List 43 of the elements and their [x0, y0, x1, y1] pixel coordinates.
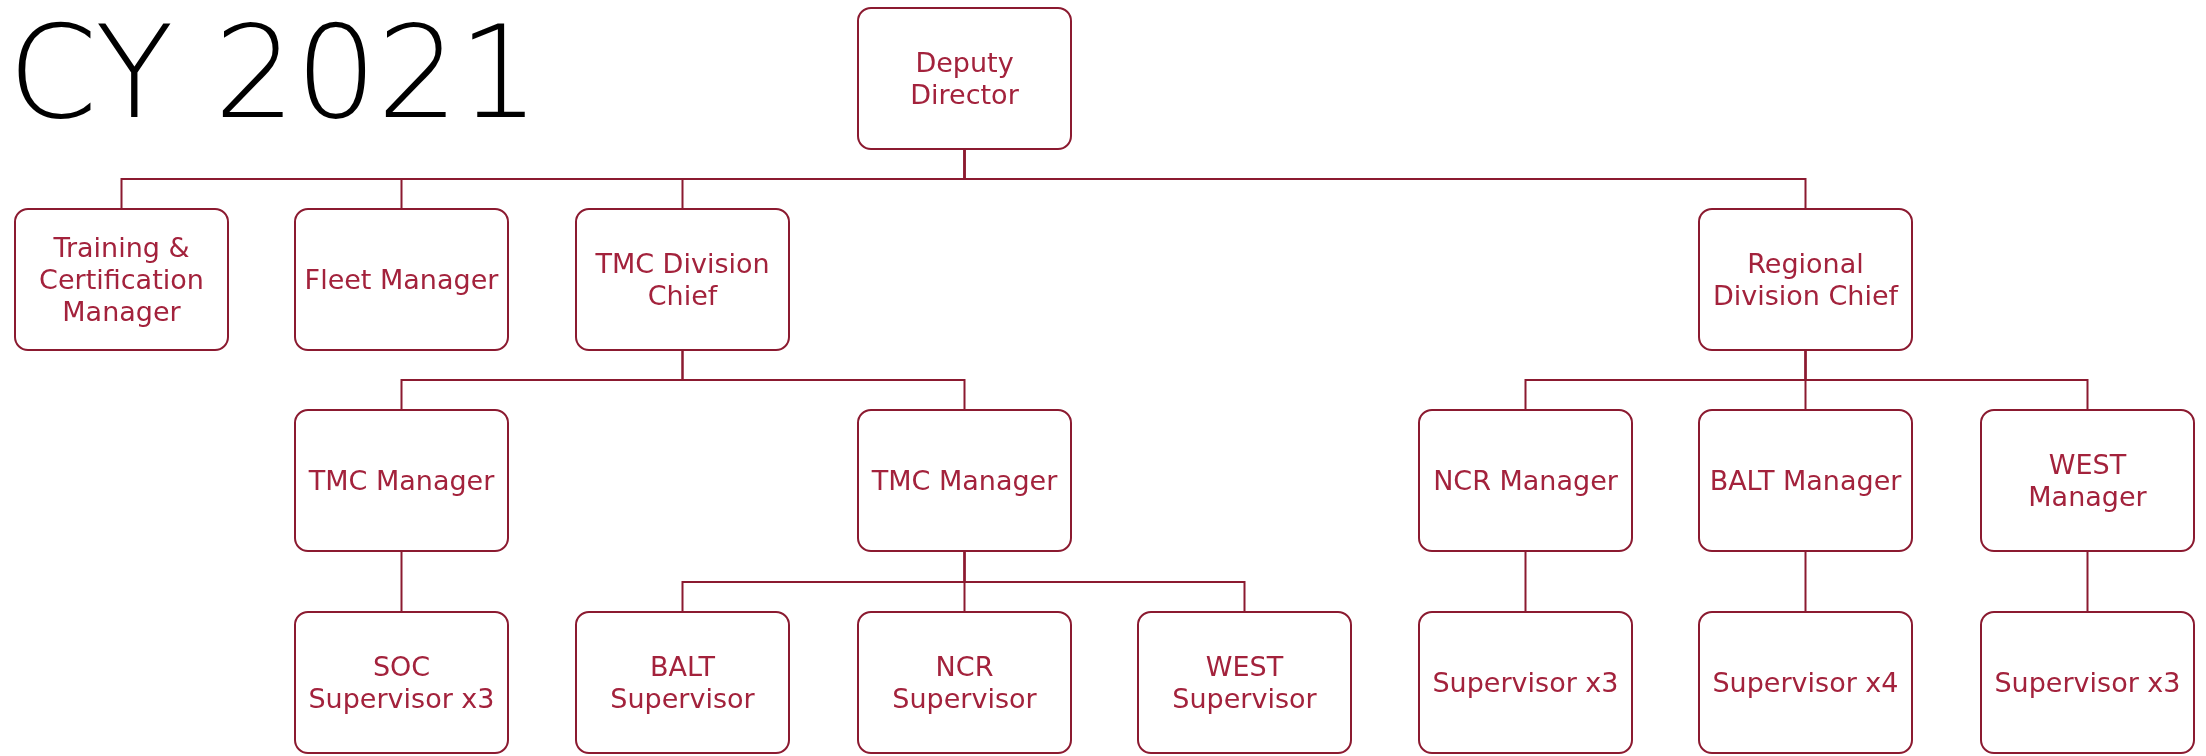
org-box — [1418, 611, 1633, 754]
org-box — [294, 611, 509, 754]
role-title: NCR Supervisor — [891, 650, 1038, 715]
role-title: TMC Manager — [870, 464, 1059, 497]
role-title: Supervisor x3 — [1993, 666, 2182, 699]
org-box — [1980, 409, 2195, 552]
connector-line — [963, 149, 1807, 209]
role-title: WEST Manager — [2027, 448, 2148, 513]
connector-line — [1804, 350, 2089, 410]
connector-line — [400, 551, 403, 612]
role-title: Supervisor x3 — [1431, 666, 1620, 699]
org-box — [857, 7, 1072, 150]
connector-line — [1804, 551, 1807, 612]
org-box — [575, 208, 790, 351]
org-box — [1137, 611, 1352, 754]
role-title: TMC Division Chief — [594, 247, 771, 312]
connector-line — [963, 551, 1246, 612]
connector-line — [681, 350, 966, 410]
org-box — [1698, 208, 1913, 351]
role-title: Supervisor x4 — [1711, 666, 1900, 699]
org-box — [294, 409, 509, 552]
org-box — [575, 611, 790, 754]
role-title: Training & Certification Manager — [38, 231, 205, 328]
connector-line — [1524, 551, 1527, 612]
role-title: BALT Manager — [1708, 464, 1903, 497]
role-title: SOC Supervisor x3 — [307, 650, 496, 715]
role-title: TMC Manager — [307, 464, 496, 497]
page-title: CY 2021 — [8, 0, 540, 148]
org-box — [857, 611, 1072, 754]
org-box — [1418, 409, 1633, 552]
org-box — [1698, 611, 1913, 754]
connector-line — [2086, 551, 2089, 612]
role-title: BALT Supervisor — [609, 650, 756, 715]
org-box — [857, 409, 1072, 552]
role-title: Deputy Director — [909, 46, 1020, 111]
role-title: Regional Division Chief — [1711, 247, 1900, 312]
org-box — [294, 208, 509, 351]
role-title: WEST Supervisor — [1171, 650, 1318, 715]
org-box — [1698, 409, 1913, 552]
role-title: NCR Manager — [1432, 464, 1619, 497]
org-box — [14, 208, 229, 351]
role-title: Fleet Manager — [303, 263, 500, 296]
org-box — [1980, 611, 2195, 754]
